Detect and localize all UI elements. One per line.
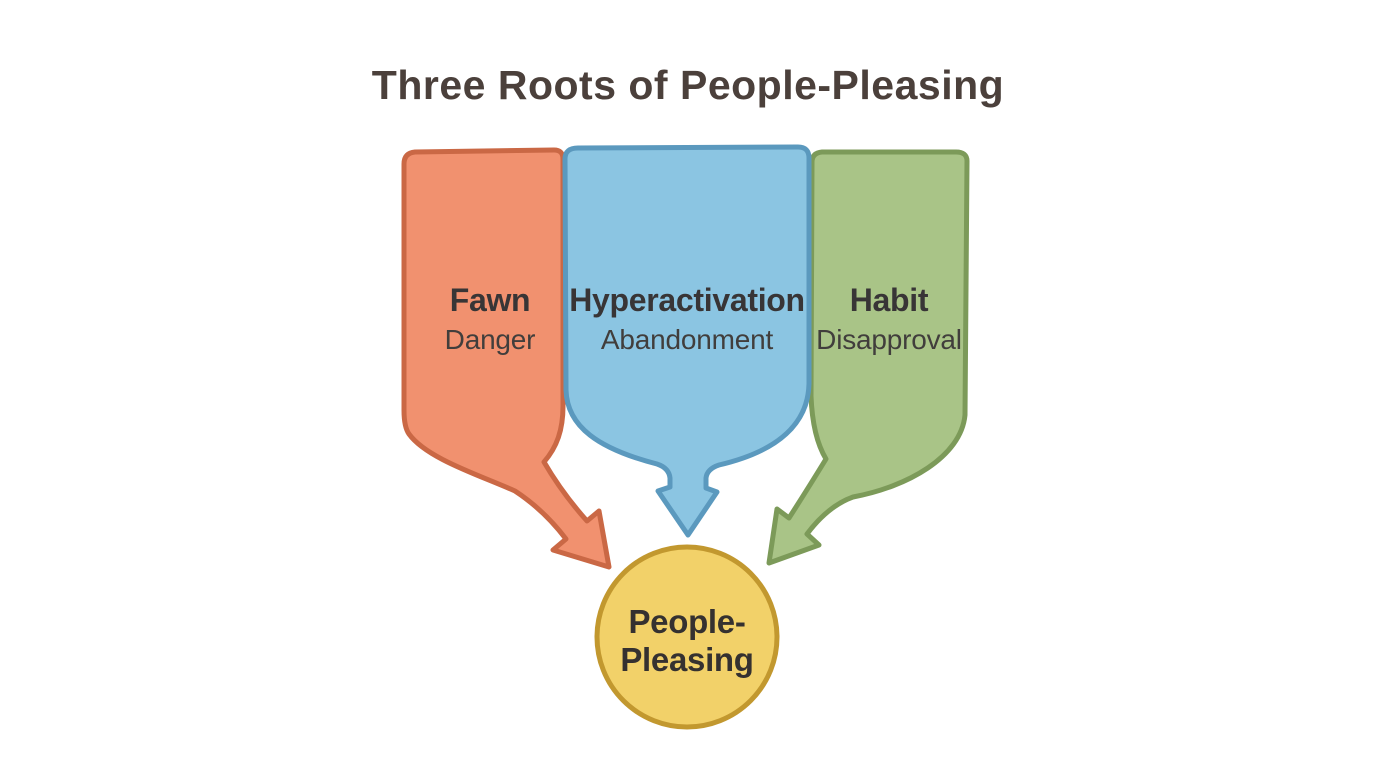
page-title: Three Roots of People-Pleasing xyxy=(372,62,1004,108)
funnel-hyperactivation-shape xyxy=(562,144,812,538)
funnel-hyperactivation-label: Hyperactivation xyxy=(569,282,805,318)
outcome-circle xyxy=(594,544,780,730)
funnel-habit-sublabel: Disapproval xyxy=(816,324,962,355)
funnel-habit-label: Habit xyxy=(850,282,929,318)
funnel-fawn-shape xyxy=(401,147,612,570)
funnel-hyperactivation-sublabel: Abandonment xyxy=(601,324,774,355)
outcome-label-line2: Pleasing xyxy=(620,641,753,678)
outcome-label-line1: People- xyxy=(628,603,745,640)
funnel-habit-shape xyxy=(766,149,970,566)
funnel-fawn-label: Fawn xyxy=(450,282,531,318)
funnel-fawn-sublabel: Danger xyxy=(445,324,536,355)
